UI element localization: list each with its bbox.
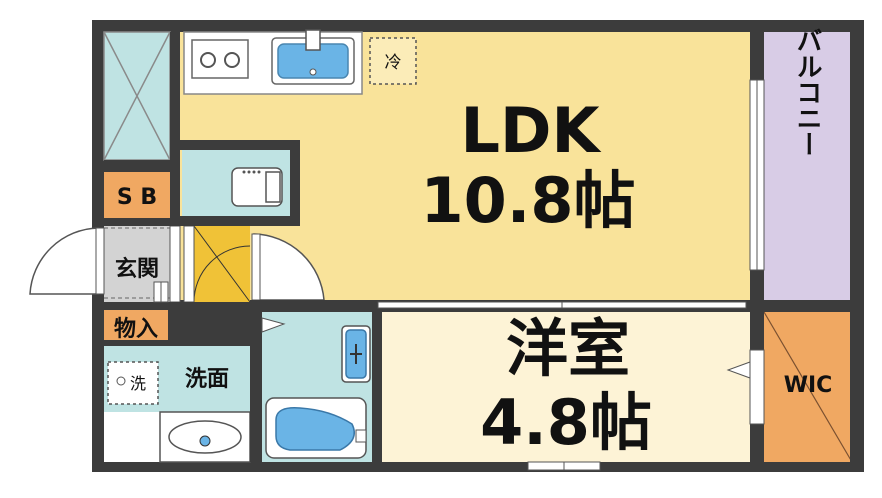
wic-diagonal: [763, 311, 853, 463]
washroom-label: 洗面: [185, 367, 229, 392]
shower-icon: [341, 325, 371, 383]
storage-room: [104, 310, 168, 340]
fridge-space: [369, 37, 417, 85]
fridge-label: 冷: [385, 53, 402, 73]
wic-label: WIC: [784, 373, 833, 398]
entrance-door: [29, 227, 105, 295]
sb-room: [104, 172, 170, 218]
entrance-label: 玄関: [115, 256, 159, 282]
western-room: [382, 312, 750, 462]
ldk-name: LDK: [460, 94, 601, 167]
bathroom-door-marker: [261, 317, 286, 333]
bathtub-icon: [265, 397, 367, 459]
washer-space: [107, 361, 159, 405]
storage-label: 物入: [114, 316, 158, 342]
western-size: 4.8帖: [480, 386, 652, 459]
western-name: 洋室: [506, 312, 630, 385]
balcony-label: バルコニー: [792, 27, 822, 157]
ldk-size: 10.8帖: [421, 164, 636, 237]
balcony-area: [764, 32, 850, 300]
sb-label: S B: [117, 185, 157, 210]
toilet-icon: [231, 167, 283, 207]
wash-basin-icon: [159, 411, 251, 463]
washroom-lower-left: [104, 412, 160, 462]
washer-label: 洗: [130, 374, 146, 393]
